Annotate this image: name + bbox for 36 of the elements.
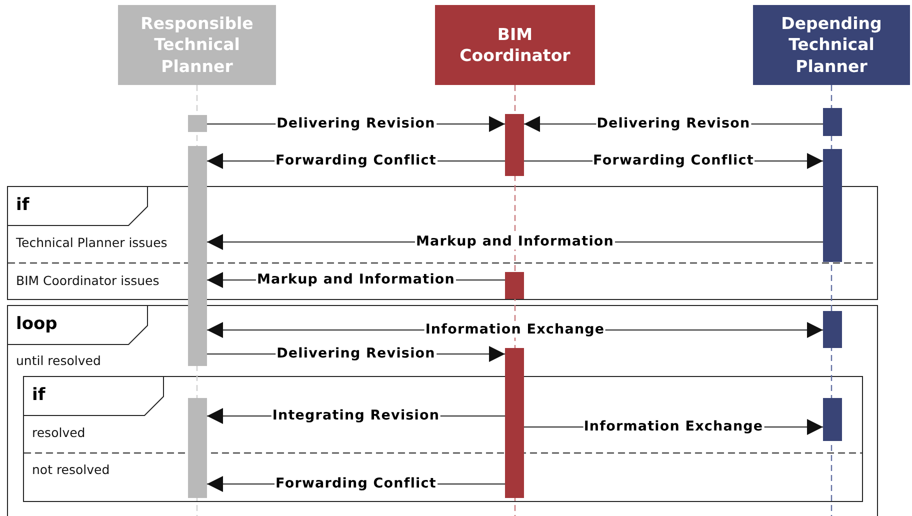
participant-box: Responsible Technical Planner xyxy=(118,5,276,85)
message-label: Markup and Information xyxy=(256,272,456,288)
lifeline xyxy=(830,85,832,516)
message-label: Forwarding Conflict xyxy=(592,154,755,168)
fragment-operator: if xyxy=(16,195,30,215)
message-label: Integrating Revision xyxy=(271,408,441,424)
activation-bar xyxy=(823,149,842,262)
guard-condition: not resolved xyxy=(32,462,110,477)
guard-condition: resolved xyxy=(32,425,86,440)
message-label: Delivering Revison xyxy=(596,116,752,132)
participant-box: BIM Coordinator xyxy=(435,5,595,85)
fragment-frame xyxy=(23,376,863,502)
message-label: Information Exchange xyxy=(424,322,606,338)
guard-condition: until resolved xyxy=(16,353,101,368)
fragment-operator: loop xyxy=(16,314,58,334)
activation-bar xyxy=(823,311,842,348)
activation-bar xyxy=(505,114,524,176)
fragment-frame xyxy=(7,186,878,300)
message-label: Delivering Revision xyxy=(276,346,436,362)
message-label: Markup and Information xyxy=(414,234,616,250)
fragment-operator: if xyxy=(32,385,46,405)
guard-condition: BIM Coordinator issues xyxy=(16,273,160,288)
activation-bar xyxy=(505,272,524,299)
message-label: Information Exchange xyxy=(582,420,764,434)
fragment-frame xyxy=(7,305,878,516)
activation-bar xyxy=(188,146,207,366)
participant-box: Depending Technical Planner xyxy=(753,5,910,85)
activation-bar xyxy=(188,398,207,498)
activation-bar xyxy=(823,398,842,441)
activation-bar xyxy=(823,108,842,136)
activation-bar xyxy=(188,115,207,132)
message-label: Delivering Revision xyxy=(276,116,436,132)
guard-condition: Technical Planner issues xyxy=(16,235,168,250)
message-label: Forwarding Conflict xyxy=(274,476,438,492)
message-label: Forwarding Conflict xyxy=(274,154,438,168)
activation-bar xyxy=(505,348,524,498)
